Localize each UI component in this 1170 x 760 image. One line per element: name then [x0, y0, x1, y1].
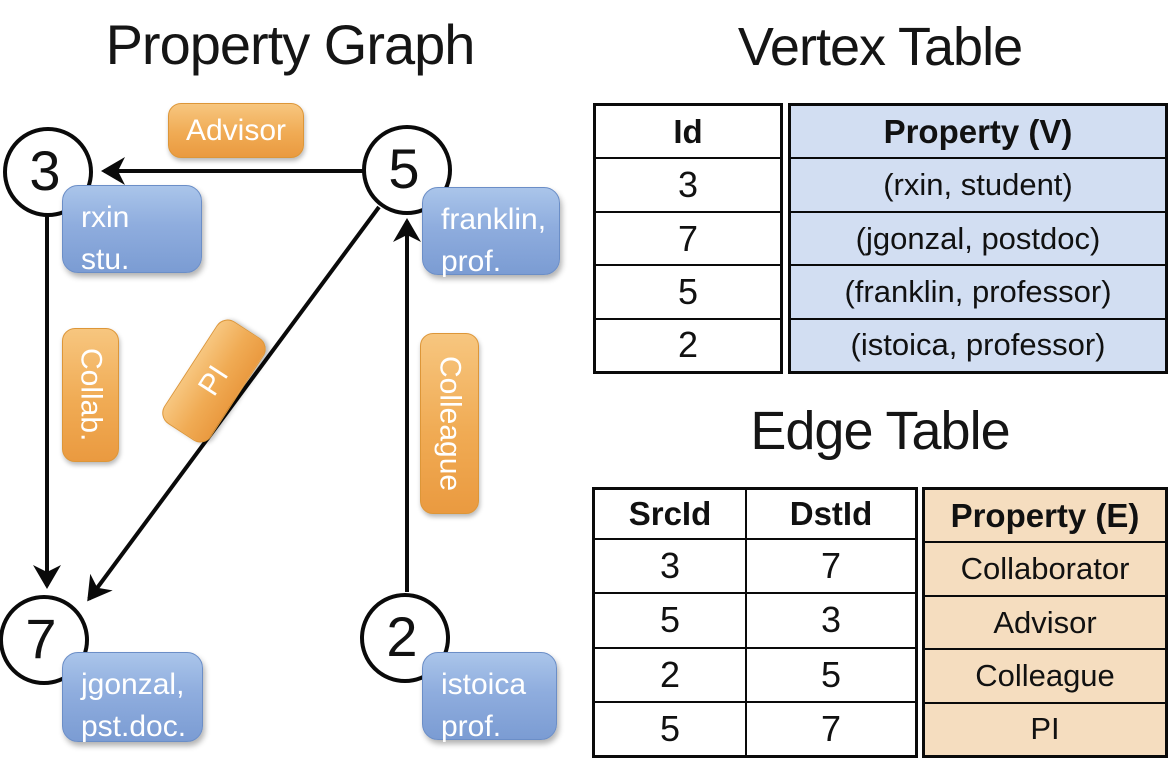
vertex-property-cell: (franklin, professor) — [791, 264, 1165, 317]
edge-property-cell: PI — [925, 701, 1165, 755]
edge-dstid-header: DstId — [745, 490, 915, 539]
edge-property-cell: Advisor — [925, 594, 1165, 648]
node-2-id: 2 — [386, 604, 418, 668]
graph-edges-layer — [33, 157, 421, 602]
edge-label-colleague: Colleague — [420, 333, 479, 514]
node-5-property-box: franklin, prof. — [422, 187, 560, 278]
edge-pi-5-to-7 — [87, 205, 381, 602]
node-3-property-box: rxin stu. — [62, 185, 202, 276]
vertex-table-id-column: Id 3 7 5 2 — [593, 103, 783, 374]
edge-table-property-column: Property (E) Collaborator Advisor Collea… — [922, 487, 1168, 758]
edge-dstid-cell: 3 — [745, 592, 915, 647]
edge-srcid-cell: 2 — [595, 646, 745, 701]
edge-table-title: Edge Table — [750, 401, 1010, 461]
edge-table-id-columns: SrcId DstId 3 7 5 3 2 5 5 7 — [592, 487, 918, 758]
vertex-id-header: Id — [673, 112, 703, 150]
edge-dstid-cell: 5 — [745, 646, 915, 701]
vertex-property-cell: (istoica, professor) — [791, 317, 1165, 371]
vertex-id-cell: 2 — [596, 317, 780, 371]
edge-label-collab: Collab. — [62, 328, 119, 462]
node-7-property-box: jgonzal, pst.doc. — [62, 652, 203, 743]
vertex-table-property-column: Property (V) (rxin, student) (jgonzal, p… — [788, 103, 1168, 374]
node-2-property-box: istoica prof. — [422, 652, 557, 743]
vertex-id-cell: 3 — [596, 157, 780, 210]
edge-srcid-cell: 3 — [595, 538, 745, 592]
property-graph-title: Property Graph — [105, 13, 476, 76]
vertex-id-cell: 7 — [596, 210, 780, 264]
edge-dstid-cell: 7 — [745, 700, 915, 755]
node-3-id: 3 — [29, 138, 61, 202]
node-5-id: 5 — [388, 136, 420, 200]
edge-srcid-cell: 5 — [595, 700, 745, 755]
edge-dstid-cell: 7 — [745, 538, 915, 593]
node-2: 2 — [360, 593, 450, 683]
vertex-property-header: Property (V) — [883, 112, 1073, 150]
node-7-id: 7 — [25, 606, 57, 670]
vertex-table-title: Vertex Table — [737, 17, 1023, 77]
vertex-property-cell: (jgonzal, postdoc) — [791, 210, 1165, 264]
node-5: 5 — [362, 125, 452, 215]
edge-property-cell: Collaborator — [925, 541, 1165, 594]
vertex-id-cell: 5 — [596, 264, 780, 317]
edge-property-header: Property (E) — [950, 496, 1140, 534]
vertex-property-cell: (rxin, student) — [791, 157, 1165, 210]
edge-label-advisor: Advisor — [168, 103, 304, 158]
edge-property-cell: Colleague — [925, 648, 1165, 701]
edge-srcid-cell: 5 — [595, 592, 745, 646]
edge-srcid-header: SrcId — [628, 495, 712, 533]
